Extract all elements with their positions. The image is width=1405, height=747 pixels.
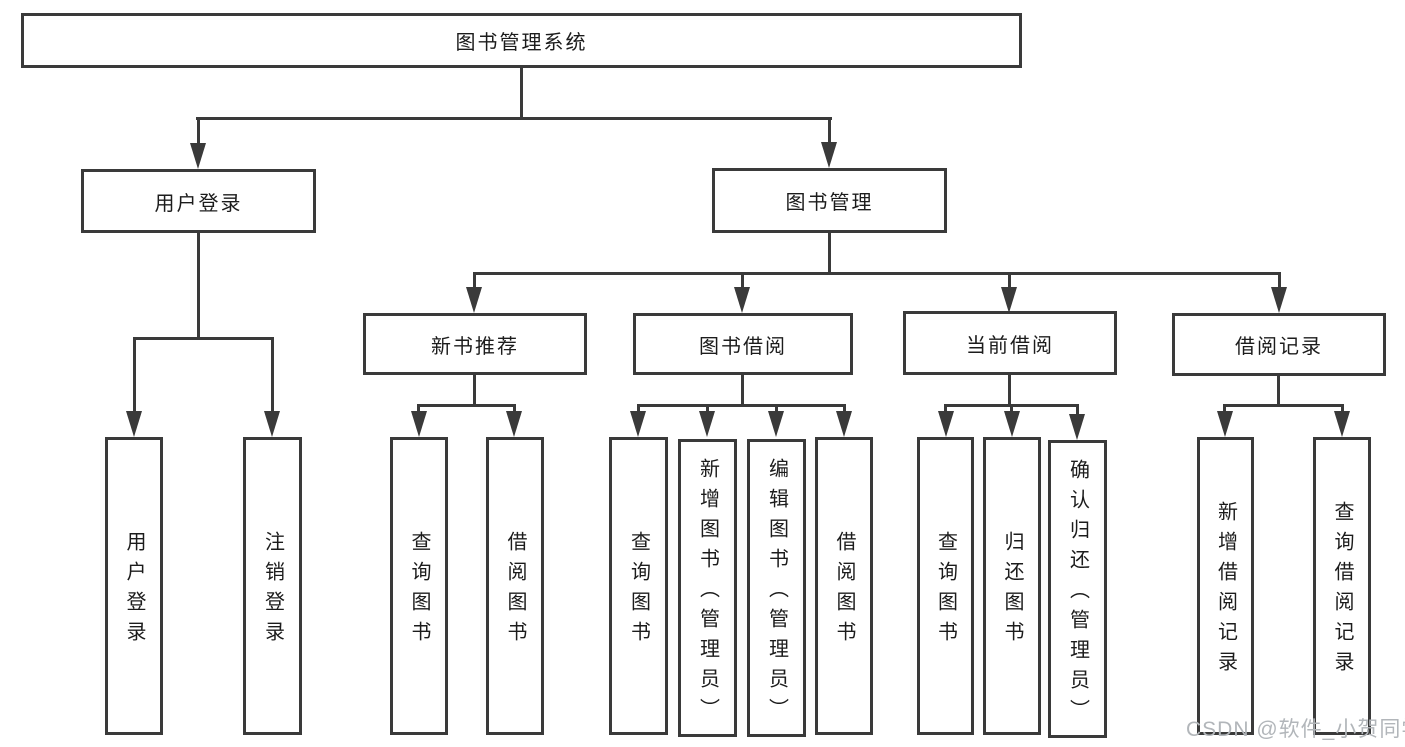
leaf-current-query-book: 查询图书 (917, 437, 974, 735)
arrow-down-icon (1001, 287, 1017, 313)
arrow-down-icon (938, 411, 954, 437)
connector-line (1008, 375, 1011, 407)
arrow-down-icon (768, 411, 784, 437)
arrow-down-icon (1069, 414, 1085, 440)
leaf-logout-label: 注销登录 (261, 531, 284, 651)
connector-line (133, 337, 274, 340)
leaf-borrowing-borrow-book-label: 借阅图书 (833, 531, 855, 651)
leaf-return-book-label: 归还图书 (1001, 531, 1023, 651)
node-root-label: 图书管理系统 (455, 32, 588, 54)
leaf-return-book: 归还图书 (983, 437, 1041, 735)
leaf-confirm-return-admin: 确认归还（管理员） (1048, 440, 1107, 738)
node-new-book-recommend: 新书推荐 (363, 313, 587, 375)
arrow-down-icon (734, 287, 750, 313)
arrow-down-icon (1004, 411, 1020, 437)
connector-line (828, 233, 831, 275)
connector-line (741, 272, 744, 290)
leaf-borrowing-borrow-book: 借阅图书 (815, 437, 873, 735)
connector-line (417, 404, 516, 407)
arrow-down-icon (264, 411, 280, 437)
leaf-edit-book-admin: 编辑图书（管理员） (747, 439, 806, 737)
connector-line (741, 375, 744, 407)
node-current-borrowing-label: 当前借阅 (966, 334, 1054, 357)
node-book-management-label: 图书管理 (785, 192, 874, 214)
node-book-borrowing-label: 图书借阅 (699, 335, 787, 358)
node-user-login: 用户登录 (81, 169, 316, 233)
arrow-down-icon (1217, 411, 1233, 437)
node-borrow-records: 借阅记录 (1172, 313, 1386, 376)
arrow-down-icon (190, 143, 206, 169)
leaf-query-borrow-record: 查询借阅记录 (1313, 437, 1371, 735)
connector-line (1341, 404, 1344, 414)
arrow-down-icon (1271, 287, 1287, 313)
leaf-add-book-admin: 新增图书（管理员） (678, 439, 737, 737)
leaf-borrowing-query-book: 查询图书 (609, 437, 668, 735)
leaf-logout: 注销登录 (243, 437, 302, 735)
leaf-recommend-query-book: 查询图书 (390, 437, 448, 735)
connector-line (197, 117, 200, 145)
leaf-recommend-borrow-book-label: 借阅图书 (504, 531, 526, 651)
connector-line (1278, 272, 1281, 290)
connector-line (843, 404, 846, 414)
node-root: 图书管理系统 (21, 13, 1022, 68)
connector-line (133, 337, 136, 414)
leaf-query-borrow-record-label: 查询借阅记录 (1331, 501, 1353, 681)
arrow-down-icon (821, 142, 837, 168)
arrow-down-icon (630, 411, 646, 437)
connector-line (1223, 404, 1226, 414)
connector-line (944, 404, 947, 414)
connector-line (271, 337, 274, 414)
connector-line (417, 404, 420, 414)
node-new-book-recommend-label: 新书推荐 (431, 335, 519, 358)
leaf-confirm-return-admin-label: 确认归还（管理员） (1066, 459, 1089, 729)
leaf-current-query-book-label: 查询图书 (934, 531, 957, 651)
leaf-user-login-label: 用户登录 (123, 531, 145, 651)
arrow-down-icon (699, 411, 715, 437)
node-book-borrowing: 图书借阅 (633, 313, 853, 375)
node-current-borrowing: 当前借阅 (903, 311, 1117, 375)
arrow-down-icon (836, 411, 852, 437)
connector-line (1277, 376, 1280, 407)
node-borrow-records-label: 借阅记录 (1235, 336, 1323, 358)
arrow-down-icon (126, 411, 142, 437)
connector-line (828, 117, 831, 144)
connector-line (473, 375, 476, 407)
node-book-management: 图书管理 (712, 168, 947, 233)
connector-line (706, 404, 709, 414)
leaf-borrowing-query-book-label: 查询图书 (627, 531, 650, 651)
leaf-add-borrow-record-label: 新增借阅记录 (1214, 501, 1237, 681)
leaf-add-borrow-record: 新增借阅记录 (1197, 437, 1254, 735)
connector-line (1076, 404, 1079, 414)
connector-line (473, 272, 1281, 275)
connector-line (196, 117, 832, 120)
arrow-down-icon (506, 411, 522, 437)
csdn-watermark: CSDN @软件_小贺同学 (1186, 718, 1405, 741)
node-user-login-label: 用户登录 (154, 192, 243, 215)
leaf-edit-book-admin-label: 编辑图书（管理员） (765, 458, 788, 728)
leaf-add-book-admin-label: 新增图书（管理员） (696, 458, 719, 728)
leaf-recommend-query-book-label: 查询图书 (408, 531, 430, 651)
arrow-down-icon (411, 411, 427, 437)
arrow-down-icon (1334, 411, 1350, 437)
connector-line (197, 233, 200, 340)
leaf-recommend-borrow-book: 借阅图书 (486, 437, 544, 735)
connector-line (1223, 404, 1344, 407)
leaf-user-login: 用户登录 (105, 437, 163, 735)
connector-line (775, 404, 778, 414)
connector-line (637, 404, 640, 414)
arrow-down-icon (466, 287, 482, 313)
connector-line (513, 404, 516, 414)
connector-line (1010, 404, 1013, 414)
connector-line (637, 404, 846, 407)
connector-line (1008, 272, 1011, 290)
connector-line (520, 68, 523, 120)
connector-line (473, 272, 476, 290)
